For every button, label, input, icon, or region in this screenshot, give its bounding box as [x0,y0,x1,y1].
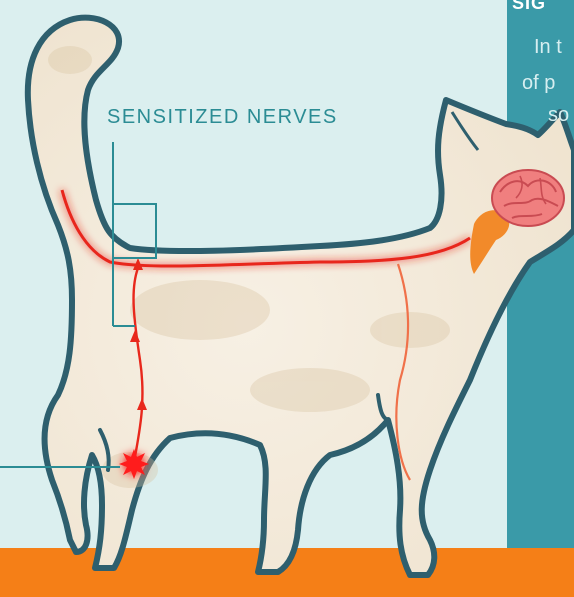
panel-text-line-2: of p [522,70,555,96]
panel-text-line-1: In t [534,34,562,60]
panel-heading: SIG [512,0,546,16]
panel-text-line-3: so [548,102,569,128]
starburst-icon [119,449,149,479]
cat-body [28,18,574,575]
brain [492,170,564,226]
sensitized-nerves-label: SENSITIZED NERVES [107,106,338,129]
